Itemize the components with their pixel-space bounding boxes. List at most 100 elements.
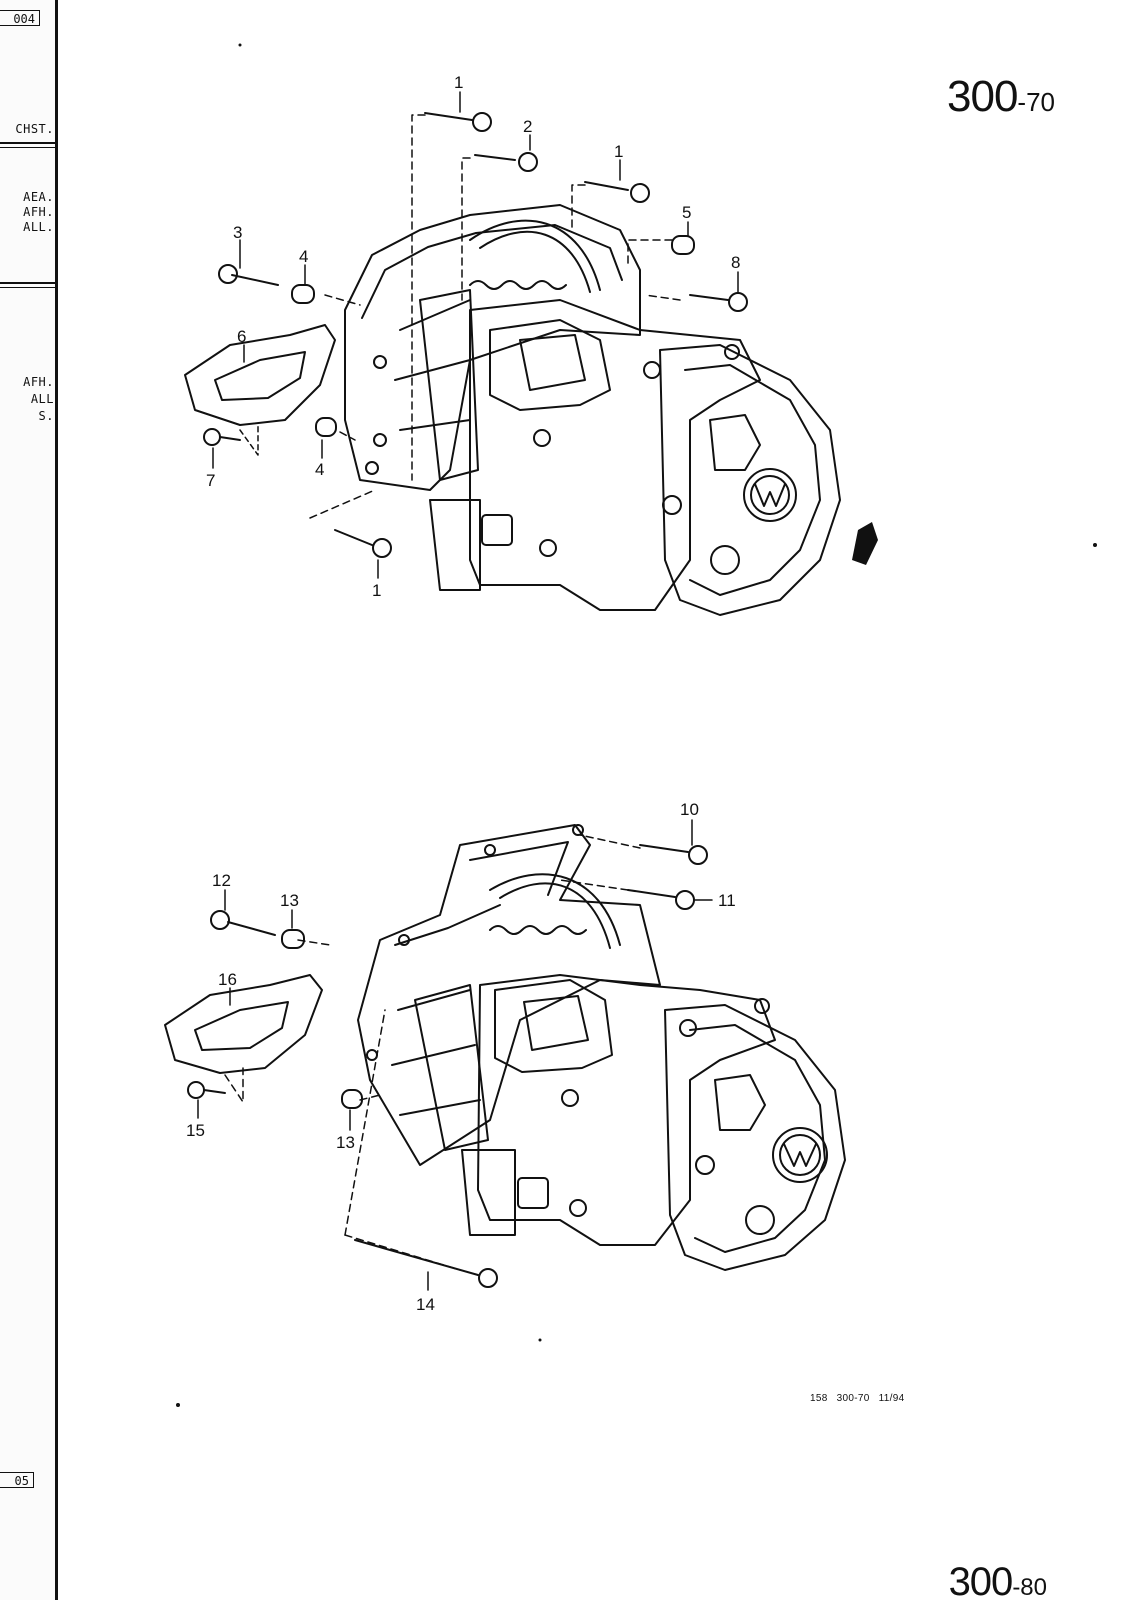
bottom-bolt-15 (203, 1089, 226, 1094)
top-rib (399, 299, 471, 331)
left-index-strip: 004 CHST. AEA. AFH. ALL. AFH. ALL S. 05 (0, 0, 58, 1600)
leader (339, 431, 356, 441)
bottom-bolt-11 (627, 889, 676, 898)
top-bushing-4b (315, 417, 337, 437)
callout-top-1c: 1 (372, 581, 381, 600)
callout-bottom-10: 10 (680, 800, 699, 819)
callout-bottom-13: 13 (280, 891, 299, 910)
bottom-vw-emblem (772, 1127, 828, 1183)
callout-bottom-16: 16 (218, 970, 237, 989)
bottom-bolt-10-head (688, 845, 708, 865)
top-output-flange (710, 545, 740, 575)
top-bolt-1c (334, 529, 373, 546)
callout-top-1b: 1 (614, 142, 623, 161)
bottom-shift-tower-inner (523, 995, 589, 1051)
strip-text-block-2-line-2: AFH. (23, 205, 54, 219)
top-bolt-1-head (472, 112, 492, 132)
top-flange-hole (373, 355, 387, 369)
top-bolt-1 (424, 112, 473, 121)
top-case-boss (533, 429, 551, 447)
bottom-flange-hole (484, 844, 496, 856)
bottom-case-boss (695, 1155, 715, 1175)
leader (239, 424, 259, 456)
bottom-callout-ticks (197, 819, 693, 1291)
top-callout-ticks (212, 91, 739, 579)
top-bolt-7 (219, 436, 241, 441)
top-bolt-1b (584, 181, 629, 191)
leader (559, 879, 629, 891)
top-rib (394, 359, 471, 381)
callout-top-6: 6 (237, 327, 246, 346)
top-end-cover-rim (684, 364, 821, 596)
callout-bottom-11: 11 (718, 891, 736, 910)
top-shift-tower-inner (519, 334, 586, 391)
leader (461, 157, 471, 301)
strip-rule (0, 282, 56, 284)
bottom-flange-hole (572, 824, 584, 836)
top-mount-block (481, 514, 513, 546)
top-spring (469, 280, 567, 290)
leader (224, 1067, 244, 1103)
bottom-flange-hole (366, 1049, 378, 1061)
bottom-bolt-11-head (675, 890, 695, 910)
bottom-bushing-13 (281, 929, 305, 949)
top-gearbox-assembly (184, 91, 841, 616)
strip-divider (55, 0, 58, 1600)
leader (309, 489, 376, 519)
next-page-number: 300-80 (949, 1560, 1047, 1605)
bottom-bolt-15-head (187, 1081, 205, 1099)
bottom-output-flange (745, 1205, 775, 1235)
bottom-bolts (187, 844, 713, 1288)
leader (359, 1094, 381, 1101)
strip-text-line-1: CHST. (15, 122, 54, 136)
top-case-boss (539, 539, 557, 557)
callout-top-3: 3 (233, 223, 242, 242)
bottom-end-cover-boss (714, 1074, 766, 1131)
callout-top-4b: 4 (315, 460, 324, 479)
leader (344, 1009, 386, 1236)
ink-blot (852, 522, 878, 565)
top-end-cover (659, 344, 841, 616)
top-bell-flange (361, 224, 623, 319)
callout-top-2: 2 (523, 117, 532, 136)
top-case-boss (643, 361, 661, 379)
callout-top-5: 5 (682, 203, 691, 222)
top-linkage-cable (469, 219, 601, 291)
bottom-end-cover (664, 1004, 846, 1271)
top-bolt-2-head (518, 152, 538, 172)
page-number-main: 300 (947, 72, 1018, 121)
bottom-bolt-12-head (210, 910, 230, 930)
bottom-rib (397, 989, 471, 1011)
callout-top-7: 7 (206, 471, 215, 490)
bottom-cover-plate-16-slot (194, 1001, 289, 1051)
speck (238, 43, 242, 47)
top-bolt-1b-head (630, 183, 650, 203)
strip-text-block-2-line-3: ALL. (23, 220, 54, 234)
bottom-linkage-cable (489, 873, 621, 946)
callout-labels: 1 2 1 5 3 4 8 6 7 4 1 10 11 12 13 16 15 … (186, 73, 740, 1314)
bottom-case-boss (679, 1019, 697, 1037)
top-shift-tower (489, 319, 611, 411)
bottom-rib (391, 1044, 476, 1066)
strip-box-top: 004 (0, 10, 40, 26)
strip-text-block-3-line-1: AFH. (23, 375, 54, 389)
bottom-end-cover-rim (689, 1024, 826, 1253)
bottom-case-boss (754, 998, 770, 1014)
drawing-reference: 158 300-70 11/94 (810, 1393, 905, 1404)
bottom-flange-plate (357, 824, 661, 1166)
top-bolt-3 (231, 274, 279, 286)
leader (411, 114, 426, 481)
top-leaders (309, 114, 681, 519)
bottom-spring (489, 925, 587, 935)
bottom-bolt-10 (639, 844, 689, 853)
bottom-flange-edge (394, 904, 501, 946)
top-bushing-4 (291, 284, 315, 304)
leader (644, 294, 681, 301)
strip-box-bottom: 05 (0, 1472, 34, 1488)
top-bolt-7-head (203, 428, 221, 446)
bottom-main-case (477, 974, 776, 1246)
strip-text-block-3-line-3: S. (38, 409, 54, 423)
top-bolt-8 (689, 294, 729, 301)
strip-rule (0, 147, 56, 148)
